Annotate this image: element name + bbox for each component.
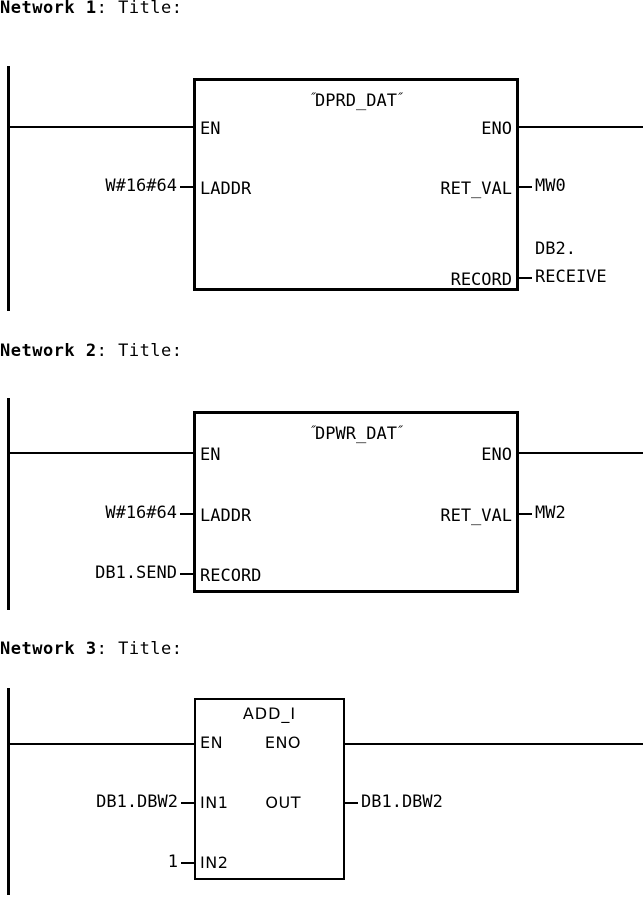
network-1-pin-eno[interactable]: ENO	[481, 119, 512, 139]
network-3-pin-en[interactable]: EN	[200, 733, 224, 752]
network-2-function-block[interactable]: ″DPWR_DAT″ EN ENO LADDR RET_VAL RECORD	[193, 411, 519, 593]
network-2-operand-retval[interactable]: MW2	[535, 503, 566, 523]
network-1-function-block[interactable]: ″DPRD_DAT″ EN ENO LADDR RET_VAL RECORD	[193, 78, 519, 291]
network-3-in2-stub	[181, 862, 194, 864]
network-2-retval-stub	[519, 513, 532, 515]
network-1-block-title: ″DPRD_DAT″	[196, 89, 516, 111]
network-2-block-name: DPWR_DAT	[315, 424, 397, 444]
network-2-power-rail	[7, 398, 10, 610]
network-1-pin-en[interactable]: EN	[200, 119, 221, 139]
network-2-eno-rung	[519, 452, 643, 454]
network-3-eno-rung	[345, 743, 643, 745]
network-2-pin-retval[interactable]: RET_VAL	[440, 506, 512, 526]
network-1-pin-retval[interactable]: RET_VAL	[440, 179, 512, 199]
network-3-label: Network 3	[0, 639, 97, 659]
network-2-en-rung	[7, 452, 194, 454]
network-2-label: Network 2	[0, 341, 97, 361]
network-2-laddr-stub	[180, 513, 193, 515]
network-3-en-rung	[7, 743, 195, 745]
network-3-power-rail	[7, 688, 10, 895]
network-3-pin-eno[interactable]: ENO	[264, 733, 301, 752]
network-3-header: Network 3: Title:	[0, 639, 183, 659]
network-2-title: : Title:	[96, 341, 183, 361]
network-1-operand-retval[interactable]: MW0	[535, 176, 566, 196]
network-1-operand-record-symbol[interactable]: RECEIVE	[535, 267, 607, 287]
network-3-in1-stub	[181, 802, 194, 804]
network-1-eno-rung	[519, 126, 643, 128]
network-2-header: Network 2: Title:	[0, 341, 183, 361]
network-2-pin-en[interactable]: EN	[200, 445, 221, 465]
network-1-label: Network 1	[0, 0, 97, 18]
network-1-power-rail	[7, 66, 10, 311]
network-1-pin-laddr[interactable]: LADDR	[200, 179, 252, 199]
network-3-title: : Title:	[96, 639, 183, 659]
network-3-out-stub	[345, 802, 358, 804]
network-3-block-title: ADD_I	[196, 704, 343, 723]
network-2-operand-laddr[interactable]: W#16#64	[105, 503, 177, 523]
network-3-function-block[interactable]: ADD_I EN ENO IN1 OUT IN2	[194, 698, 345, 880]
network-2-pin-eno[interactable]: ENO	[481, 445, 512, 465]
network-2-pin-laddr[interactable]: LADDR	[200, 506, 252, 526]
network-1-pin-record[interactable]: RECORD	[450, 270, 512, 290]
network-3-block-name: ADD_I	[242, 704, 297, 723]
network-3-pin-out[interactable]: OUT	[265, 793, 301, 812]
network-1-en-rung	[7, 126, 194, 128]
network-1-header: Network 1: Title:	[0, 0, 183, 18]
network-1-retval-stub	[519, 186, 532, 188]
network-3-pin-in1[interactable]: IN1	[200, 793, 229, 812]
network-3-operand-out[interactable]: DB1.DBW2	[361, 792, 443, 812]
network-1-operand-record-db[interactable]: DB2.	[535, 239, 576, 259]
network-1-record-stub	[519, 277, 532, 279]
network-1-title: : Title:	[96, 0, 183, 18]
network-2-record-stub	[180, 573, 193, 575]
network-3-operand-in2[interactable]: 1	[167, 852, 178, 872]
network-1-block-name: DPRD_DAT	[315, 91, 397, 111]
network-2-block-title: ″DPWR_DAT″	[196, 422, 516, 444]
network-3-pin-in2[interactable]: IN2	[200, 853, 229, 872]
network-1-operand-laddr[interactable]: W#16#64	[105, 176, 177, 196]
network-3-operand-in1[interactable]: DB1.DBW2	[96, 792, 178, 812]
network-1-laddr-stub	[180, 186, 193, 188]
network-2-pin-record[interactable]: RECORD	[200, 566, 262, 586]
network-2-operand-record[interactable]: DB1.SEND	[95, 563, 177, 583]
